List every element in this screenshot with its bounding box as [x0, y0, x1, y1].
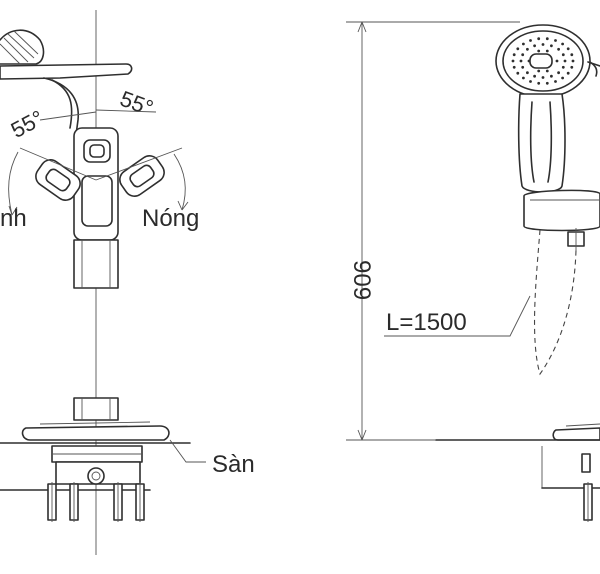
nozzle-dot [526, 71, 529, 75]
nozzle-dot [550, 44, 553, 48]
nozzle-dot [526, 47, 529, 51]
spout-bar [0, 63, 133, 80]
nozzle-dot [566, 71, 570, 75]
mounting-bracket [0, 445, 151, 491]
nozzle-dot [570, 65, 574, 69]
nozzle-dot [537, 49, 541, 53]
nozzle-dot [529, 39, 532, 42]
angle-label-left: 55° [7, 105, 48, 143]
nozzle-dot [529, 80, 532, 83]
handshower-handle [517, 93, 566, 193]
floor-label: Sàn [212, 451, 255, 478]
floor-leader [169, 439, 206, 463]
nozzle-dot [533, 74, 536, 78]
nozzle-dot [545, 49, 549, 53]
nozzle-dot [521, 65, 525, 69]
height-label: 909 [348, 260, 375, 300]
nozzle-dot [550, 74, 553, 78]
nozzle-dot [522, 76, 525, 80]
angle-label-right: 55° [117, 86, 157, 121]
nozzle-dot [537, 69, 541, 73]
nozzle-dot [516, 47, 520, 51]
nozzle-dot [561, 65, 565, 69]
side-view: 909 L=1500 [346, 21, 600, 522]
lever-cold [35, 159, 81, 201]
hose-leader [384, 295, 531, 337]
holder-block [523, 189, 600, 232]
nozzle-dots [511, 37, 575, 85]
angle-arc-left [8, 151, 19, 216]
nozzle-dot [516, 71, 520, 75]
floor-flange-side [552, 427, 600, 441]
angle-arc-right [173, 153, 186, 211]
nozzle-dot [521, 53, 525, 57]
nozzle-dot [561, 53, 565, 57]
nozzle-dot [561, 76, 564, 80]
nozzle-dot [537, 37, 541, 41]
nozzle-dot [512, 53, 516, 57]
nozzle-dot [527, 59, 531, 63]
nozzle-dot [566, 47, 570, 51]
front-view: 55° 55° nh Nóng [0, 10, 255, 555]
nozzle-dot [519, 59, 523, 63]
nozzle-dot [555, 59, 559, 63]
handshower-head-front [0, 29, 45, 65]
nozzle-dot [541, 76, 545, 79]
nozzle-dot [570, 53, 574, 57]
nozzle-dot [561, 42, 564, 46]
cold-label: nh [0, 205, 27, 232]
hose-dashed [533, 229, 577, 376]
nozzle-dot [545, 69, 549, 73]
anchor-bolts [47, 482, 145, 522]
hose-length-label: L=1500 [386, 309, 467, 336]
nozzle-dot [537, 81, 541, 85]
hot-label: Nóng [142, 205, 199, 232]
lever-hot [119, 155, 165, 197]
floor-flange-front [21, 397, 170, 441]
nozzle-dot [522, 42, 525, 46]
nozzle-dot [554, 39, 557, 42]
nozzle-dot [545, 37, 549, 41]
nozzle-dot [541, 43, 545, 46]
angle-guide-right [95, 147, 183, 181]
nozzle-dot [545, 81, 549, 85]
angle-guide-left [19, 147, 97, 181]
nozzle-dot [571, 59, 575, 63]
nozzle-dot [533, 44, 536, 48]
nozzle-dot [563, 59, 567, 63]
mounting-side [541, 446, 600, 522]
handshower-head-side [495, 24, 600, 98]
nozzle-dot [512, 65, 516, 69]
nozzle-dot [554, 80, 557, 83]
nozzle-dot [557, 47, 560, 51]
nozzle-dot [557, 71, 560, 75]
pipe-column [73, 239, 119, 289]
height-dimension [346, 21, 520, 441]
nozzle-dot [511, 59, 515, 63]
